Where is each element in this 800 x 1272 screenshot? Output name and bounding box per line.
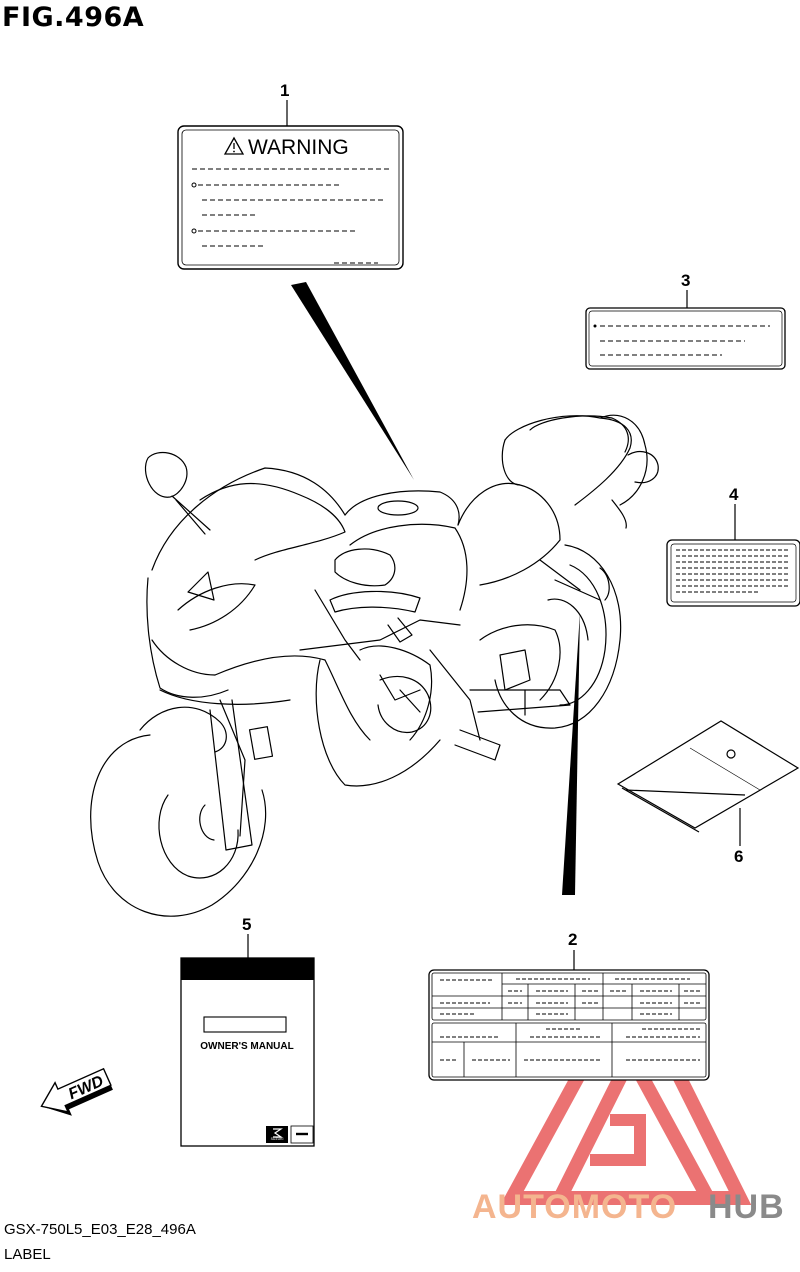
motorcycle-illustration: [90, 414, 659, 917]
warning-heading: WARNING: [248, 136, 349, 159]
callout-5: 5: [242, 915, 251, 934]
pointer-wedge-1: [291, 282, 414, 480]
label-3: [585, 307, 786, 370]
figure-section-label: LABEL: [4, 1246, 51, 1263]
callout-6: 6: [734, 847, 743, 866]
owners-manual: OWNER'S MANUAL SUZUKI: [180, 957, 315, 1147]
watermark-logo: [500, 1002, 752, 1205]
callout-2: 2: [568, 930, 577, 949]
watermark-text-part2: HUB: [708, 1188, 785, 1226]
manual-title: OWNER'S MANUAL: [200, 1041, 293, 1052]
callout-3: 3: [681, 271, 690, 290]
figure-code: GSX-750L5_E03_E28_496A: [4, 1221, 196, 1238]
manual-brand: SUZUKI: [271, 1137, 284, 1141]
figure-title: FIG.496A: [2, 2, 145, 33]
forward-direction-arrow: FWD: [40, 1067, 113, 1116]
label-2: [428, 969, 710, 1081]
label-4: [666, 539, 800, 607]
warning-label: WARNING: [177, 125, 404, 270]
pointer-wedge-2: [562, 612, 580, 895]
callout-1: 1: [280, 81, 289, 100]
callout-4: 4: [729, 485, 739, 504]
watermark-text-part1: AUTOMOTO: [472, 1188, 677, 1226]
warning-triangle-icon: [223, 136, 245, 155]
label-sheet-6: [616, 720, 800, 833]
